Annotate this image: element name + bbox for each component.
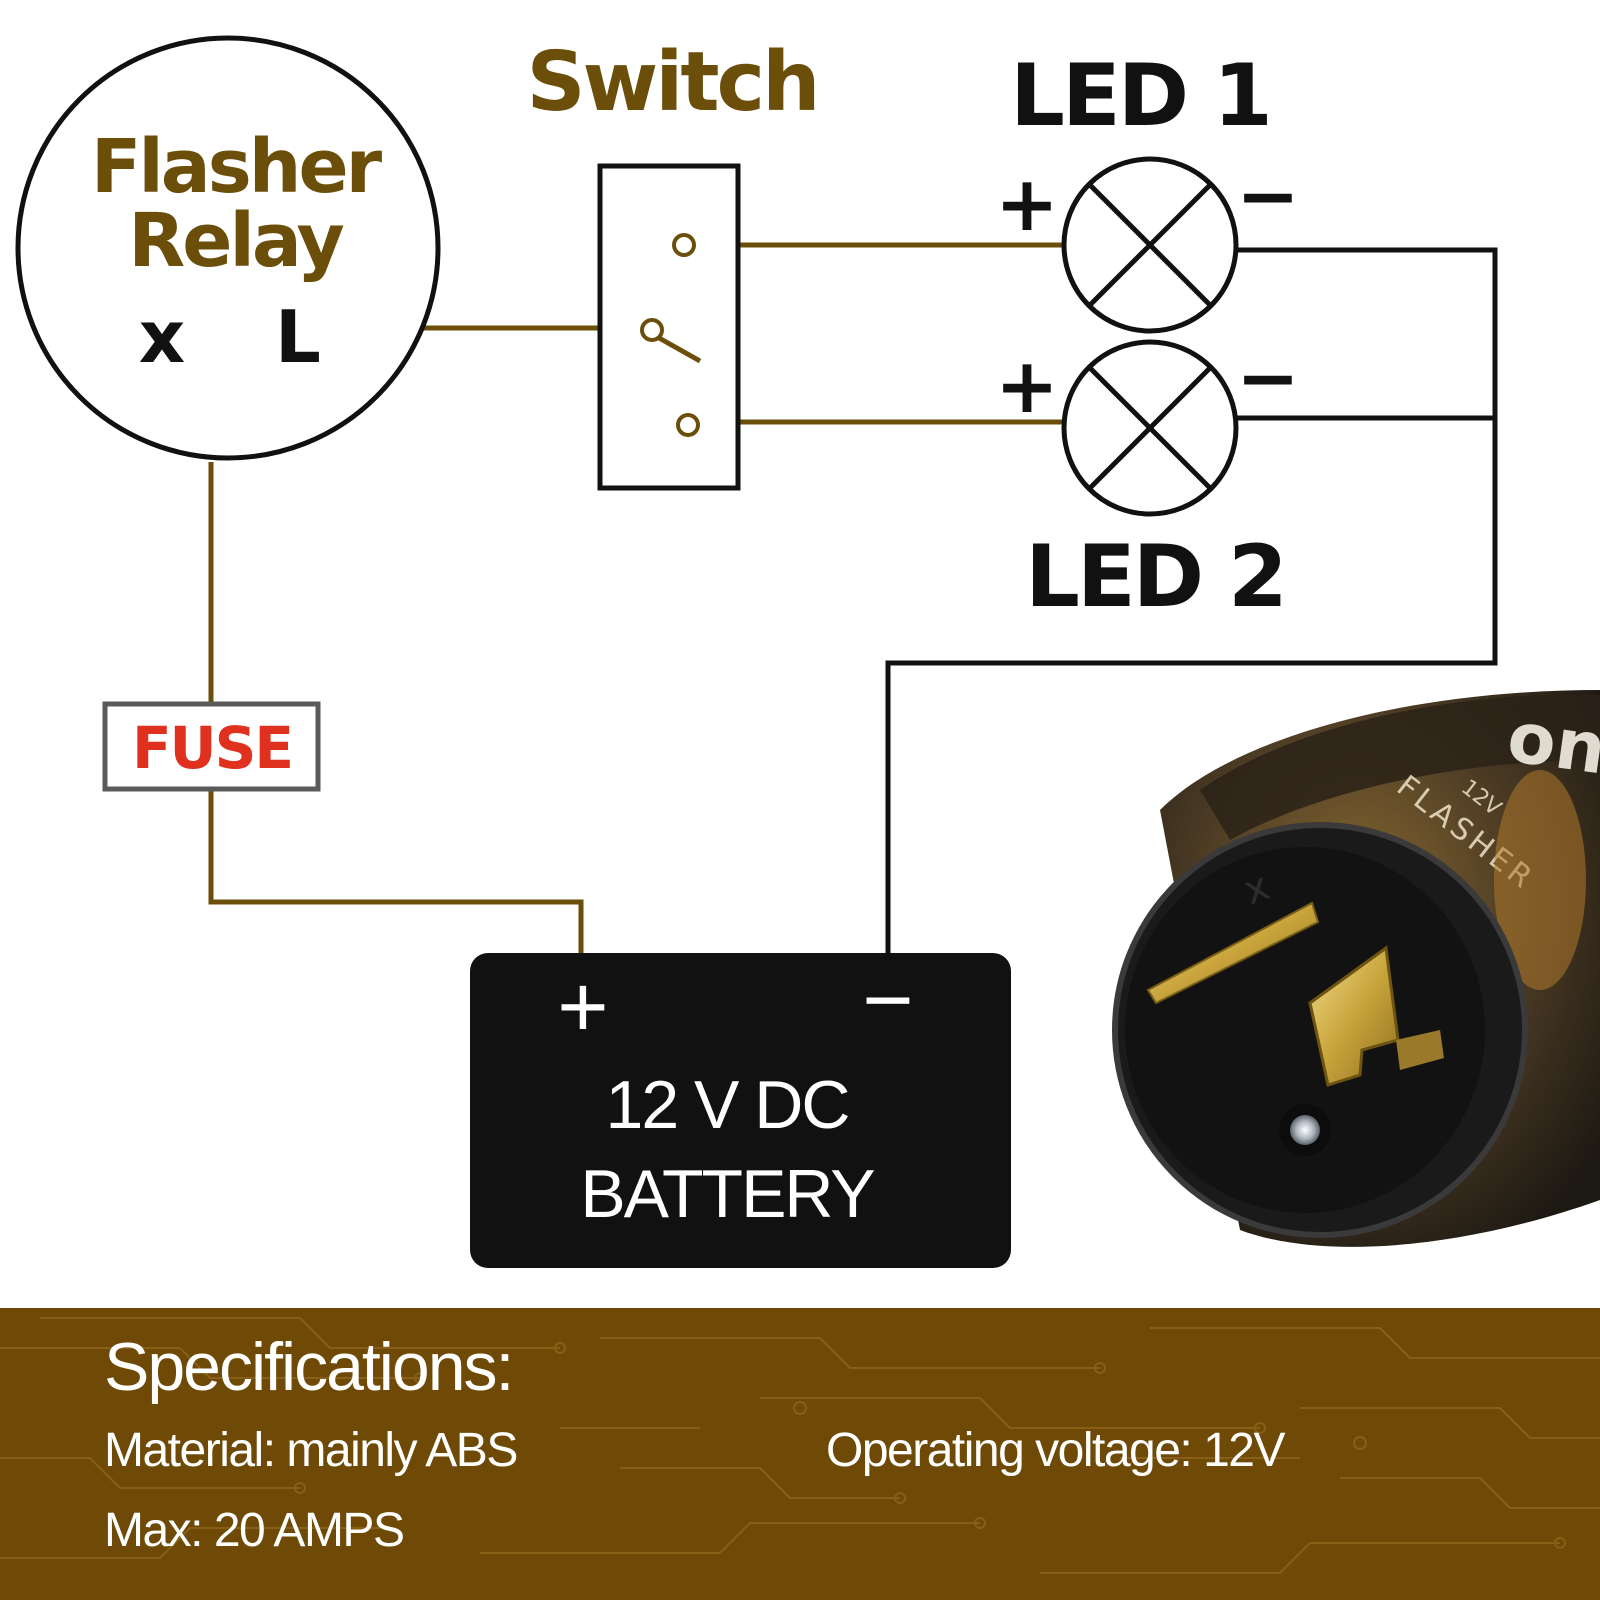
battery-plus: + [557, 957, 608, 1056]
flasher-relay-photo: onic 12V FLASHER x [1112, 690, 1600, 1247]
battery-symbol: + − 12 V DC BATTERY [470, 950, 1011, 1268]
led2-symbol: + − LED 2 [995, 333, 1300, 627]
circuit-pattern-decoration [0, 1317, 1600, 1574]
led2-minus: − [1236, 333, 1300, 422]
battery-label: BATTERY [580, 1156, 874, 1232]
specifications-title: Specifications: [104, 1329, 514, 1405]
wires [208, 242, 1498, 953]
battery-voltage: 12 V DC [606, 1067, 849, 1143]
switch-terminal-top [672, 233, 696, 257]
led1-label: LED 1 [1010, 46, 1270, 146]
spec-max-current: Max: 20 AMPS [104, 1504, 405, 1557]
switch-box [597, 163, 741, 491]
wire-led1-minus-return [885, 247, 1498, 953]
led1-symbol: LED 1 + − [995, 46, 1300, 334]
flasher-pin-l: L [275, 295, 321, 379]
spec-material: Material: mainly ABS [104, 1424, 518, 1477]
spec-operating-voltage: Operating voltage: 12V [826, 1424, 1286, 1477]
switch-terminal-common [640, 318, 664, 342]
flasher-relay-symbol: Flasher Relay x L [15, 35, 441, 461]
switch-symbol: Switch [526, 35, 821, 491]
switch-terminal-bottom [676, 413, 700, 437]
wire-fuse-to-battery-plus [208, 789, 584, 953]
led2-label: LED 2 [1025, 527, 1285, 627]
led1-plus: + [995, 159, 1059, 248]
flasher-title-line2: Relay [128, 198, 343, 284]
flasher-pin-x: x [139, 295, 185, 379]
flasher-title-line1: Flasher [91, 124, 383, 210]
battery-minus: − [862, 950, 913, 1049]
led1-minus: − [1236, 151, 1300, 240]
fuse-symbol: FUSE [102, 701, 321, 792]
specifications-panel [0, 1308, 1600, 1600]
led2-plus: + [995, 341, 1059, 430]
switch-label: Switch [526, 35, 817, 130]
fuse-label: FUSE [132, 714, 292, 782]
